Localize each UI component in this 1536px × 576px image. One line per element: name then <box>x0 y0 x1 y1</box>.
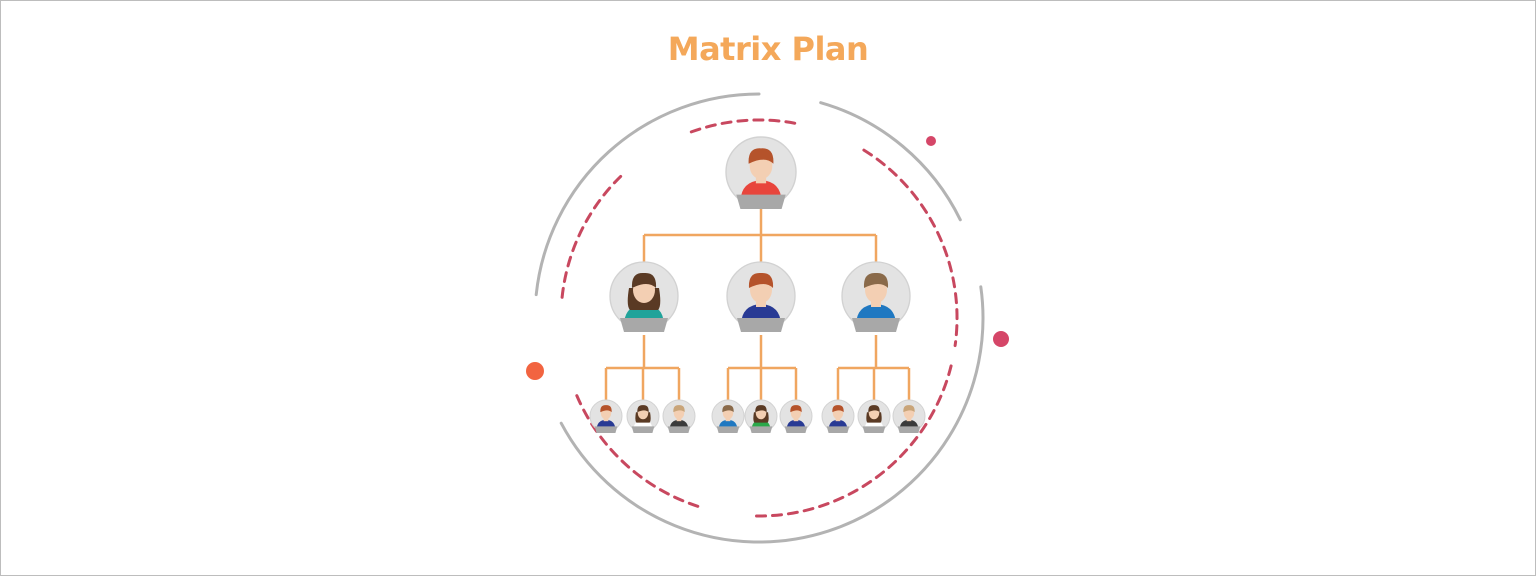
hair-shape <box>631 272 657 288</box>
member-2-2-avatar <box>744 399 778 433</box>
laptop-shape <box>784 426 808 433</box>
member-1-3-avatar <box>662 399 696 433</box>
outer-ring-arc <box>819 101 962 222</box>
hair-shape <box>748 148 774 164</box>
dashed-ring-arc <box>750 364 953 518</box>
hair-shape <box>748 272 774 288</box>
laptop-shape <box>749 426 773 433</box>
laptop-shape <box>594 426 618 433</box>
org-connectors <box>604 205 911 404</box>
laptop-shape <box>852 318 900 332</box>
decorative-rings <box>526 92 1009 544</box>
org-nodes <box>589 136 926 433</box>
root-member-avatar <box>725 136 797 210</box>
member-center-avatar <box>726 261 796 332</box>
member-1-2-avatar <box>626 399 660 433</box>
accent-dot <box>993 331 1009 347</box>
laptop-shape <box>667 426 691 433</box>
dashed-ring-arc <box>862 148 959 348</box>
hair-shape <box>722 405 734 413</box>
hair-shape <box>755 405 767 413</box>
member-right-avatar <box>841 261 911 332</box>
laptop-shape <box>716 426 740 433</box>
hair-shape <box>863 272 889 288</box>
page-title: Matrix Plan <box>667 30 869 68</box>
laptop-shape <box>736 194 786 210</box>
dashed-ring-arc <box>560 174 623 299</box>
laptop-shape <box>826 426 850 433</box>
laptop-shape <box>862 426 886 433</box>
member-3-3-avatar <box>892 399 926 433</box>
hair-shape <box>868 405 880 413</box>
laptop-shape <box>620 318 668 332</box>
member-3-1-avatar <box>821 399 855 433</box>
laptop-shape <box>631 426 655 433</box>
member-2-1-avatar <box>711 399 745 433</box>
accent-dot <box>926 136 936 146</box>
outer-ring-arc <box>559 285 985 544</box>
outer-ring-arc <box>534 92 761 297</box>
hair-shape <box>790 405 802 413</box>
laptop-shape <box>737 318 785 332</box>
dashed-ring-arc <box>689 118 802 134</box>
hair-shape <box>600 405 612 413</box>
member-left-avatar <box>609 261 679 332</box>
hair-shape <box>673 405 685 413</box>
member-1-1-avatar <box>589 399 623 433</box>
laptop-shape <box>897 426 921 433</box>
accent-dot <box>526 362 544 380</box>
member-2-3-avatar <box>779 399 813 433</box>
hair-shape <box>832 405 844 413</box>
dashed-ring-arc <box>573 390 700 508</box>
hair-shape <box>637 405 649 413</box>
member-3-2-avatar <box>857 399 891 433</box>
hair-shape <box>903 405 915 413</box>
